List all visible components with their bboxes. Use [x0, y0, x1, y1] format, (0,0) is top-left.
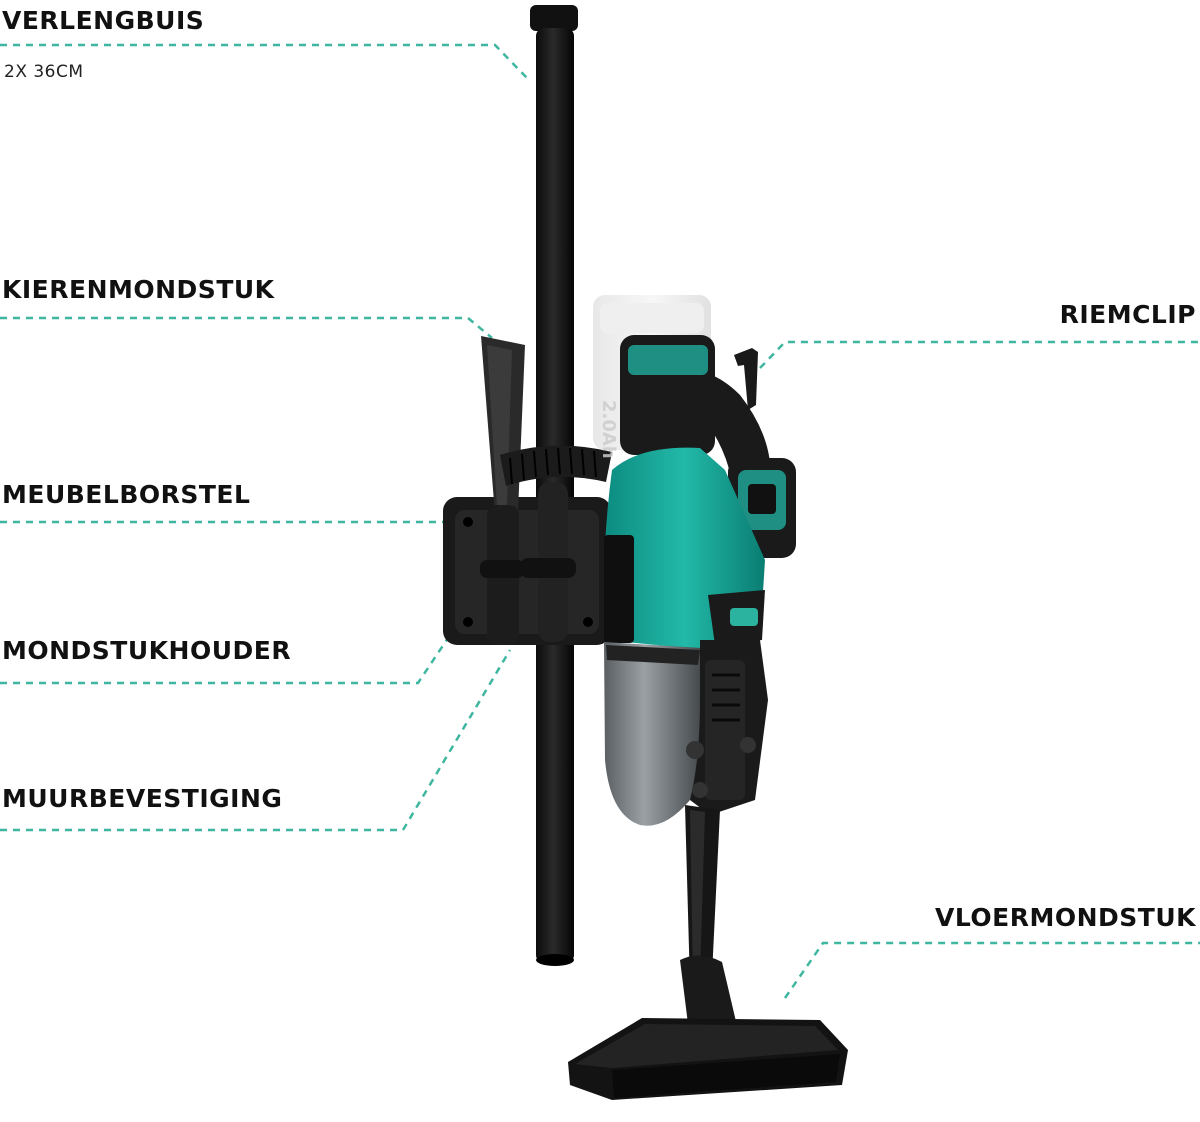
crevice-nozzle [481, 336, 525, 645]
callout-line-muurbevestiging [0, 649, 512, 832]
callout-line-riemclip [759, 340, 1200, 369]
callout-line-verlengbuis [0, 43, 528, 79]
label-verlengbuis-sub: 2X 36CM [4, 62, 84, 82]
label-vloermondstuk: VLOERMONDSTUK [934, 903, 1196, 932]
floor-nozzle [568, 955, 848, 1100]
callout-line-vloermondstuk [783, 941, 1200, 999]
label-muurbevestiging: MUURBEVESTIGING [2, 784, 283, 813]
furniture-brush [480, 445, 612, 642]
label-meubelborstel: MEUBELBORSTEL [2, 480, 251, 509]
label-verlengbuis: VERLENGBUIS [2, 6, 205, 35]
label-riemclip: RIEMCLIP [1059, 300, 1196, 329]
label-kierenmondstuk: KIERENMONDSTUK [2, 275, 275, 304]
callout-line-mondstukhouder [0, 604, 472, 685]
belt-clip [734, 348, 758, 410]
label-mondstukhouder: MONDSTUKHOUDER [2, 636, 292, 665]
callout-line-kierenmondstuk [0, 316, 493, 339]
svg-text:2.0Ah: 2.0Ah [598, 400, 619, 459]
lower-tube [685, 805, 720, 985]
vacuum-body [604, 335, 796, 826]
